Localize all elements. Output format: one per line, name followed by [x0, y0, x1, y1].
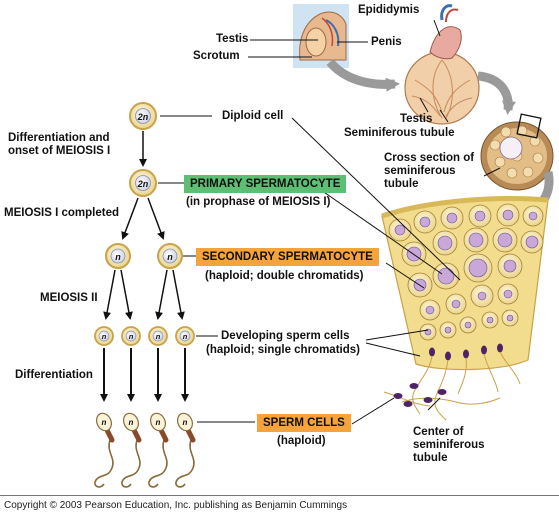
label-penis: Penis	[371, 36, 402, 48]
sperm-3-ploidy: n	[156, 418, 161, 427]
secondary-spermatocyte-left: n	[105, 243, 131, 269]
arrow-meiosis2-b	[120, 269, 133, 320]
leader-developing-to-wedge	[365, 329, 429, 341]
label-secondary-note: (haploid; double chromatids)	[205, 270, 364, 282]
primary-ploidy: 2n	[137, 179, 149, 189]
arrow-primary-to-secondary-right	[147, 197, 165, 240]
arrow-meiosis2-d	[172, 269, 185, 320]
leader-testis-mid	[419, 97, 429, 113]
label-center-tubule-1: Center of	[413, 426, 464, 438]
leader-developing-to-wedge-2	[365, 342, 421, 357]
label-developing-note: (haploid; single chromatids)	[206, 344, 360, 356]
label-diploid-cell: Diploid cell	[222, 110, 284, 122]
label-center-tubule-3: tubule	[413, 452, 448, 464]
label-seminiferous-tubule: Seminiferous tubule	[344, 127, 455, 139]
footer-rule	[0, 495, 559, 496]
spermatid-3-ploidy: n	[156, 332, 161, 341]
primary-spermatocyte-box: PRIMARY SPERMATOCYTE	[184, 175, 347, 193]
arrow-testis-to-section	[477, 71, 516, 115]
leader-sperm-to-lumen	[351, 397, 395, 425]
cross-section-disc	[480, 113, 554, 191]
sperm-2: n	[121, 412, 142, 488]
label-center-tubule-2: seminiferous	[413, 439, 485, 451]
label-cross-section-2: seminiferous	[384, 165, 456, 177]
spermatid-2-ploidy: n	[129, 332, 134, 341]
lumen-sperm-tails	[383, 351, 521, 421]
tubule-cells	[388, 203, 544, 361]
label-scrotum: Scrotum	[193, 50, 240, 62]
arrow-primary-to-secondary-left	[121, 197, 139, 240]
sperm-1-ploidy: n	[102, 418, 107, 427]
label-differentiation: Differentiation	[15, 369, 93, 381]
label-testis-mid: Testis	[400, 113, 433, 125]
sperm-1: n	[94, 412, 115, 488]
sperm-cells-box: SPERM CELLS	[257, 414, 351, 432]
label-primary-note: (in prophase of MEIOSIS I)	[186, 196, 331, 208]
leader-seminiferous	[439, 109, 449, 123]
leader-primary-to-wedge	[317, 187, 443, 275]
secondary-left-ploidy: n	[115, 252, 121, 262]
label-meiosis-i-completed: MEIOSIS I completed	[4, 207, 120, 219]
secondary-spermatocyte-right: n	[157, 243, 183, 269]
label-sperm-note: (haploid)	[277, 435, 326, 447]
arrow-meiosis2-a	[103, 269, 116, 320]
testis-illustration	[404, 4, 480, 125]
spermatid-4-ploidy: n	[183, 332, 188, 341]
secondary-right-ploidy: n	[167, 252, 173, 262]
copyright-text: Copyright © 2003 Pearson Education, Inc.…	[4, 500, 348, 511]
leader-diploid-to-wedge	[291, 117, 461, 281]
diploid-ploidy: 2n	[137, 112, 149, 122]
secondary-spermatocyte-box: SECONDARY SPERMATOCYTE	[196, 248, 379, 266]
label-differentiation-meiosis-1: Differentiation and	[8, 132, 110, 144]
leader-center-tubule	[427, 397, 441, 411]
label-developing-sperm: Developing sperm cells	[221, 330, 350, 342]
anatomy-inset	[293, 4, 349, 68]
leader-secondary-to-wedge	[385, 262, 425, 289]
leader-epididymis	[433, 19, 441, 37]
label-meiosis-ii: MEIOSIS II	[40, 292, 98, 304]
spermatid-1-ploidy: n	[102, 332, 107, 341]
primary-spermatocyte-cell: 2n	[129, 169, 157, 197]
arrow-inset-to-testis	[326, 58, 400, 92]
diploid-cell: 2n	[129, 102, 157, 130]
label-cross-section-1: Cross section of	[384, 152, 475, 164]
label-cross-section-3: tubule	[384, 178, 419, 190]
arrow-meiosis2-c	[155, 269, 168, 320]
sperm-2-ploidy: n	[129, 418, 134, 427]
label-epididymis: Epididymis	[358, 4, 420, 16]
sperm-3: n	[148, 412, 169, 488]
spermatid-cells: n n n n	[94, 326, 195, 346]
sperm-cells: n n n n	[94, 412, 196, 488]
sperm-4: n	[175, 412, 196, 488]
leader-cross-section	[483, 167, 501, 177]
label-testis-top: Testis	[216, 33, 249, 45]
lumen-sperm-heads	[393, 383, 447, 407]
sperm-4-ploidy: n	[183, 418, 188, 427]
label-differentiation-meiosis-2: onset of MEIOSIS I	[8, 145, 111, 157]
